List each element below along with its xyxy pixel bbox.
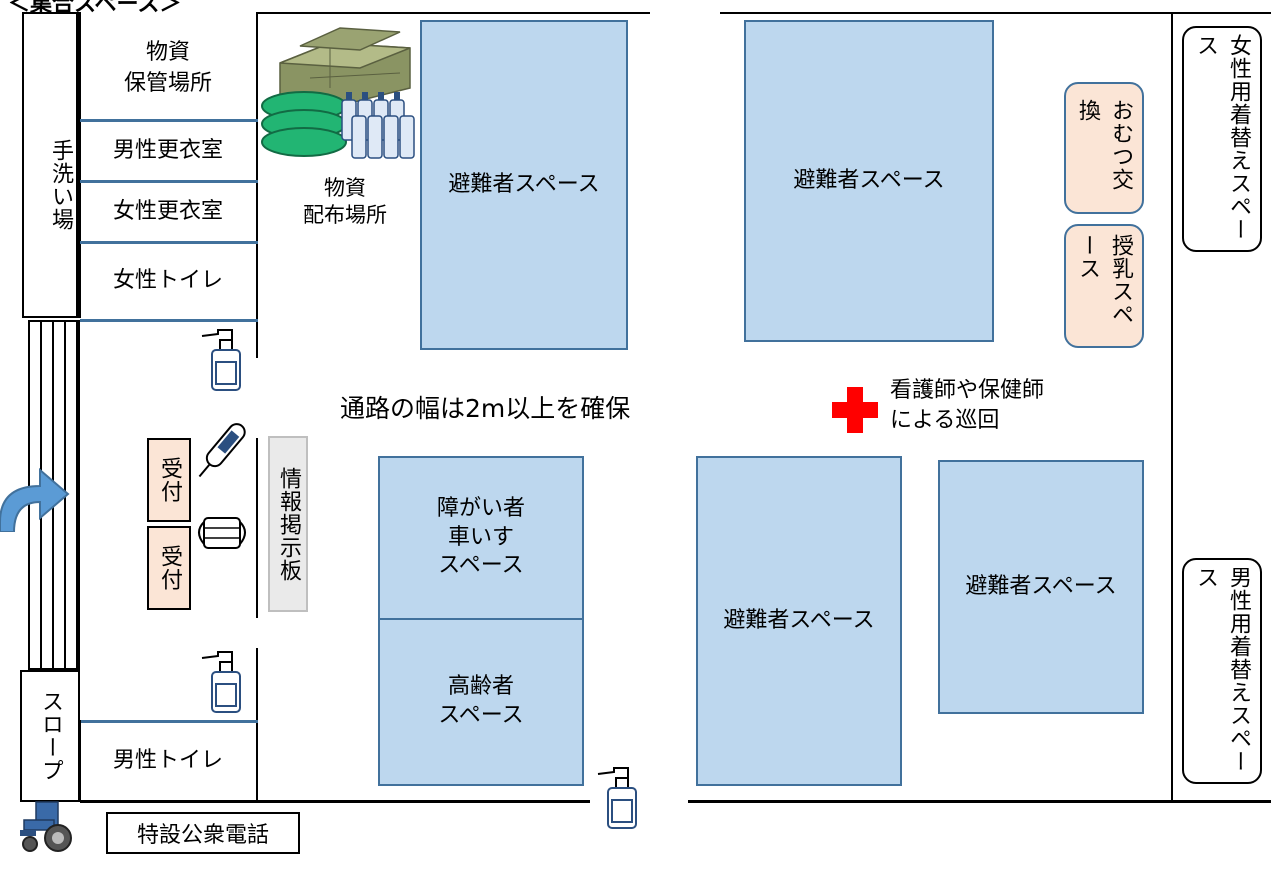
blankets-icon <box>261 91 347 157</box>
handwash-label: 手洗い場 <box>48 139 73 231</box>
men-dressing-space: 男性用着替えスペース <box>1182 558 1262 784</box>
red-cross-icon <box>832 387 878 433</box>
left-divider-wall-bottom <box>256 648 258 800</box>
water-bottles-icon <box>341 92 415 159</box>
handwash-area: 手洗い場 <box>22 12 78 318</box>
bottom-wall-right <box>688 800 1271 803</box>
info-board: 情報掲示板 <box>268 436 308 612</box>
nurse-patrol-note: 看護師や保健師 による巡回 <box>890 378 1045 433</box>
wheelchair-icon <box>20 801 72 852</box>
diaper-label: おむつ交換 <box>1075 99 1133 191</box>
men-changing-divider <box>80 180 258 183</box>
women-toilet-room: 女性トイレ <box>80 244 256 318</box>
sanitizer-icon <box>201 329 241 391</box>
mask-icon <box>198 517 246 549</box>
men-dressing-label: 男性用着替えスペース <box>1193 566 1251 773</box>
storage-room: 物資 保管場所 <box>80 20 256 118</box>
evacuee-space-1: 避難者スペース <box>420 20 628 350</box>
corridor-note: 通路の幅は2m以上を確保 <box>340 394 631 423</box>
diaper-changing-space: おむつ交換 <box>1064 82 1144 214</box>
elderly-space: 高齢者 スペース <box>378 618 584 786</box>
reception-label: 受付 <box>157 545 182 591</box>
disabled-space-label: 障がい者 車いす スペース <box>436 496 525 579</box>
sanitizer-icon <box>201 651 241 713</box>
women-toilet-label: 女性トイレ <box>112 267 223 293</box>
women-changing-divider <box>80 241 258 244</box>
slope-area: スロープ <box>20 670 80 802</box>
women-dressing-space: 女性用着替えスペース <box>1182 26 1262 252</box>
top-wall-right <box>720 12 1271 14</box>
thermometer-icon <box>198 423 246 478</box>
reception-desk-1: 受付 <box>147 438 191 522</box>
nursing-space: 授乳スペース <box>1064 224 1144 348</box>
evacuee-space-label: 避難者スペース <box>793 167 945 193</box>
left-divider-wall <box>256 12 258 358</box>
evacuee-space-label: 避難者スペース <box>448 171 600 197</box>
slope-label: スロープ <box>38 690 63 782</box>
reception-label: 受付 <box>157 457 182 503</box>
sanitizer-icon <box>597 767 637 829</box>
men-toilet-room: 男性トイレ <box>80 723 256 800</box>
bottom-wall-left <box>80 800 590 803</box>
left-divider-wall-lower <box>256 438 258 618</box>
reception-desk-2: 受付 <box>147 526 191 610</box>
storage-divider <box>80 119 258 122</box>
info-board-label: 情報掲示板 <box>276 466 301 582</box>
evacuee-space-label: 避難者スペース <box>965 573 1117 599</box>
top-wall-left <box>258 12 650 14</box>
distribution-label: 物資 配布場所 <box>303 175 387 227</box>
evacuee-space-label: 避難者スペース <box>723 607 875 633</box>
men-toilet-label: 男性トイレ <box>112 748 223 774</box>
men-toilet-left-wall <box>78 720 81 802</box>
entrance-arrow-icon <box>0 467 70 532</box>
women-changing-label: 女性更衣室 <box>112 198 223 224</box>
disabled-wheelchair-space: 障がい者 車いす スペース <box>378 456 584 620</box>
storage-label: 物資 保管場所 <box>123 40 212 96</box>
special-public-phone: 特設公衆電話 <box>106 812 300 854</box>
nursing-label: 授乳スペース <box>1075 234 1133 326</box>
men-changing-label: 男性更衣室 <box>112 137 223 163</box>
evacuee-space-4: 避難者スペース <box>938 460 1144 714</box>
women-changing-room: 女性更衣室 <box>80 183 256 241</box>
men-toilet-divider <box>80 720 258 723</box>
evacuee-space-3: 避難者スペース <box>696 456 902 786</box>
right-wall <box>1171 12 1173 802</box>
men-changing-room: 男性更衣室 <box>80 122 256 180</box>
women-dressing-label: 女性用着替えスペース <box>1193 34 1251 241</box>
women-toilet-divider <box>80 319 258 322</box>
phone-label: 特設公衆電話 <box>136 823 269 848</box>
rooms-left-wall <box>78 12 81 318</box>
evacuee-space-2: 避難者スペース <box>744 20 994 342</box>
elderly-space-label: 高齢者 スペース <box>438 674 524 728</box>
distribution-area: 物資 配布場所 <box>290 170 400 234</box>
